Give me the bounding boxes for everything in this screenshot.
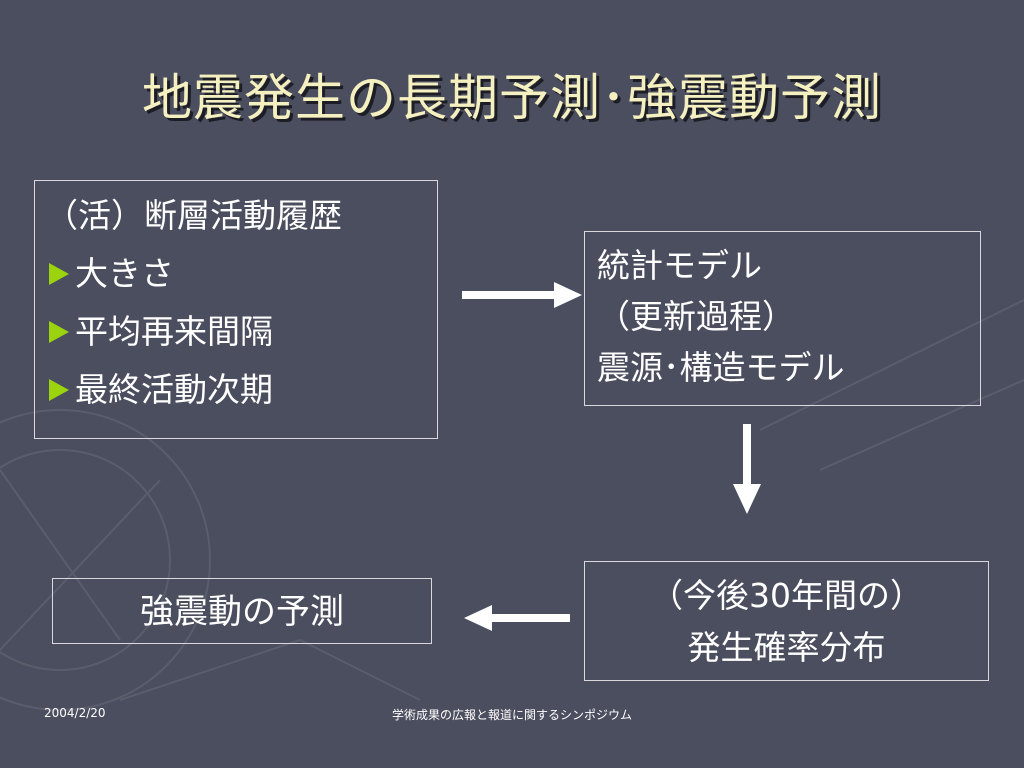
arrow-right-icon bbox=[462, 282, 582, 308]
arrow-down-icon bbox=[733, 424, 761, 514]
fault-history-heading: （活）断層活動履歴 bbox=[45, 196, 342, 235]
arrow-left-icon bbox=[464, 605, 570, 631]
bullet-text: 大きさ bbox=[75, 254, 174, 293]
model-line: （更新過程） bbox=[597, 297, 795, 336]
bullet-text: 最終活動次期 bbox=[75, 370, 273, 409]
list-item: 平均再来間隔 bbox=[45, 303, 427, 361]
strong-motion-box: 強震動の予測 bbox=[52, 578, 432, 644]
fault-history-box: （活）断層活動履歴 大きさ 平均再来間隔 最終活動次期 bbox=[34, 180, 438, 439]
bullet-text: 平均再来間隔 bbox=[75, 312, 273, 351]
triangle-bullet-icon bbox=[49, 379, 69, 401]
probability-line: 発生確率分布 bbox=[687, 628, 886, 667]
statistical-model-box: 統計モデル （更新過程） 震源･構造モデル bbox=[584, 231, 981, 406]
triangle-bullet-icon bbox=[49, 263, 69, 285]
probability-box: （今後30年間の） 発生確率分布 bbox=[584, 561, 989, 681]
model-line: 震源･構造モデル bbox=[597, 348, 845, 387]
probability-line: （今後30年間の） bbox=[650, 576, 923, 615]
triangle-bullet-icon bbox=[49, 321, 69, 343]
strong-motion-label: 強震動の予測 bbox=[140, 592, 344, 632]
list-item: 大きさ bbox=[45, 245, 427, 303]
footer-date: 2004/2/20 bbox=[44, 706, 106, 720]
slide-title: 地震発生の長期予測･強震動予測 bbox=[142, 69, 882, 127]
footer-caption: 学術成果の広報と報道に関するシンポジウム bbox=[391, 708, 632, 722]
model-line: 統計モデル bbox=[597, 246, 762, 285]
list-item: 最終活動次期 bbox=[45, 361, 427, 419]
